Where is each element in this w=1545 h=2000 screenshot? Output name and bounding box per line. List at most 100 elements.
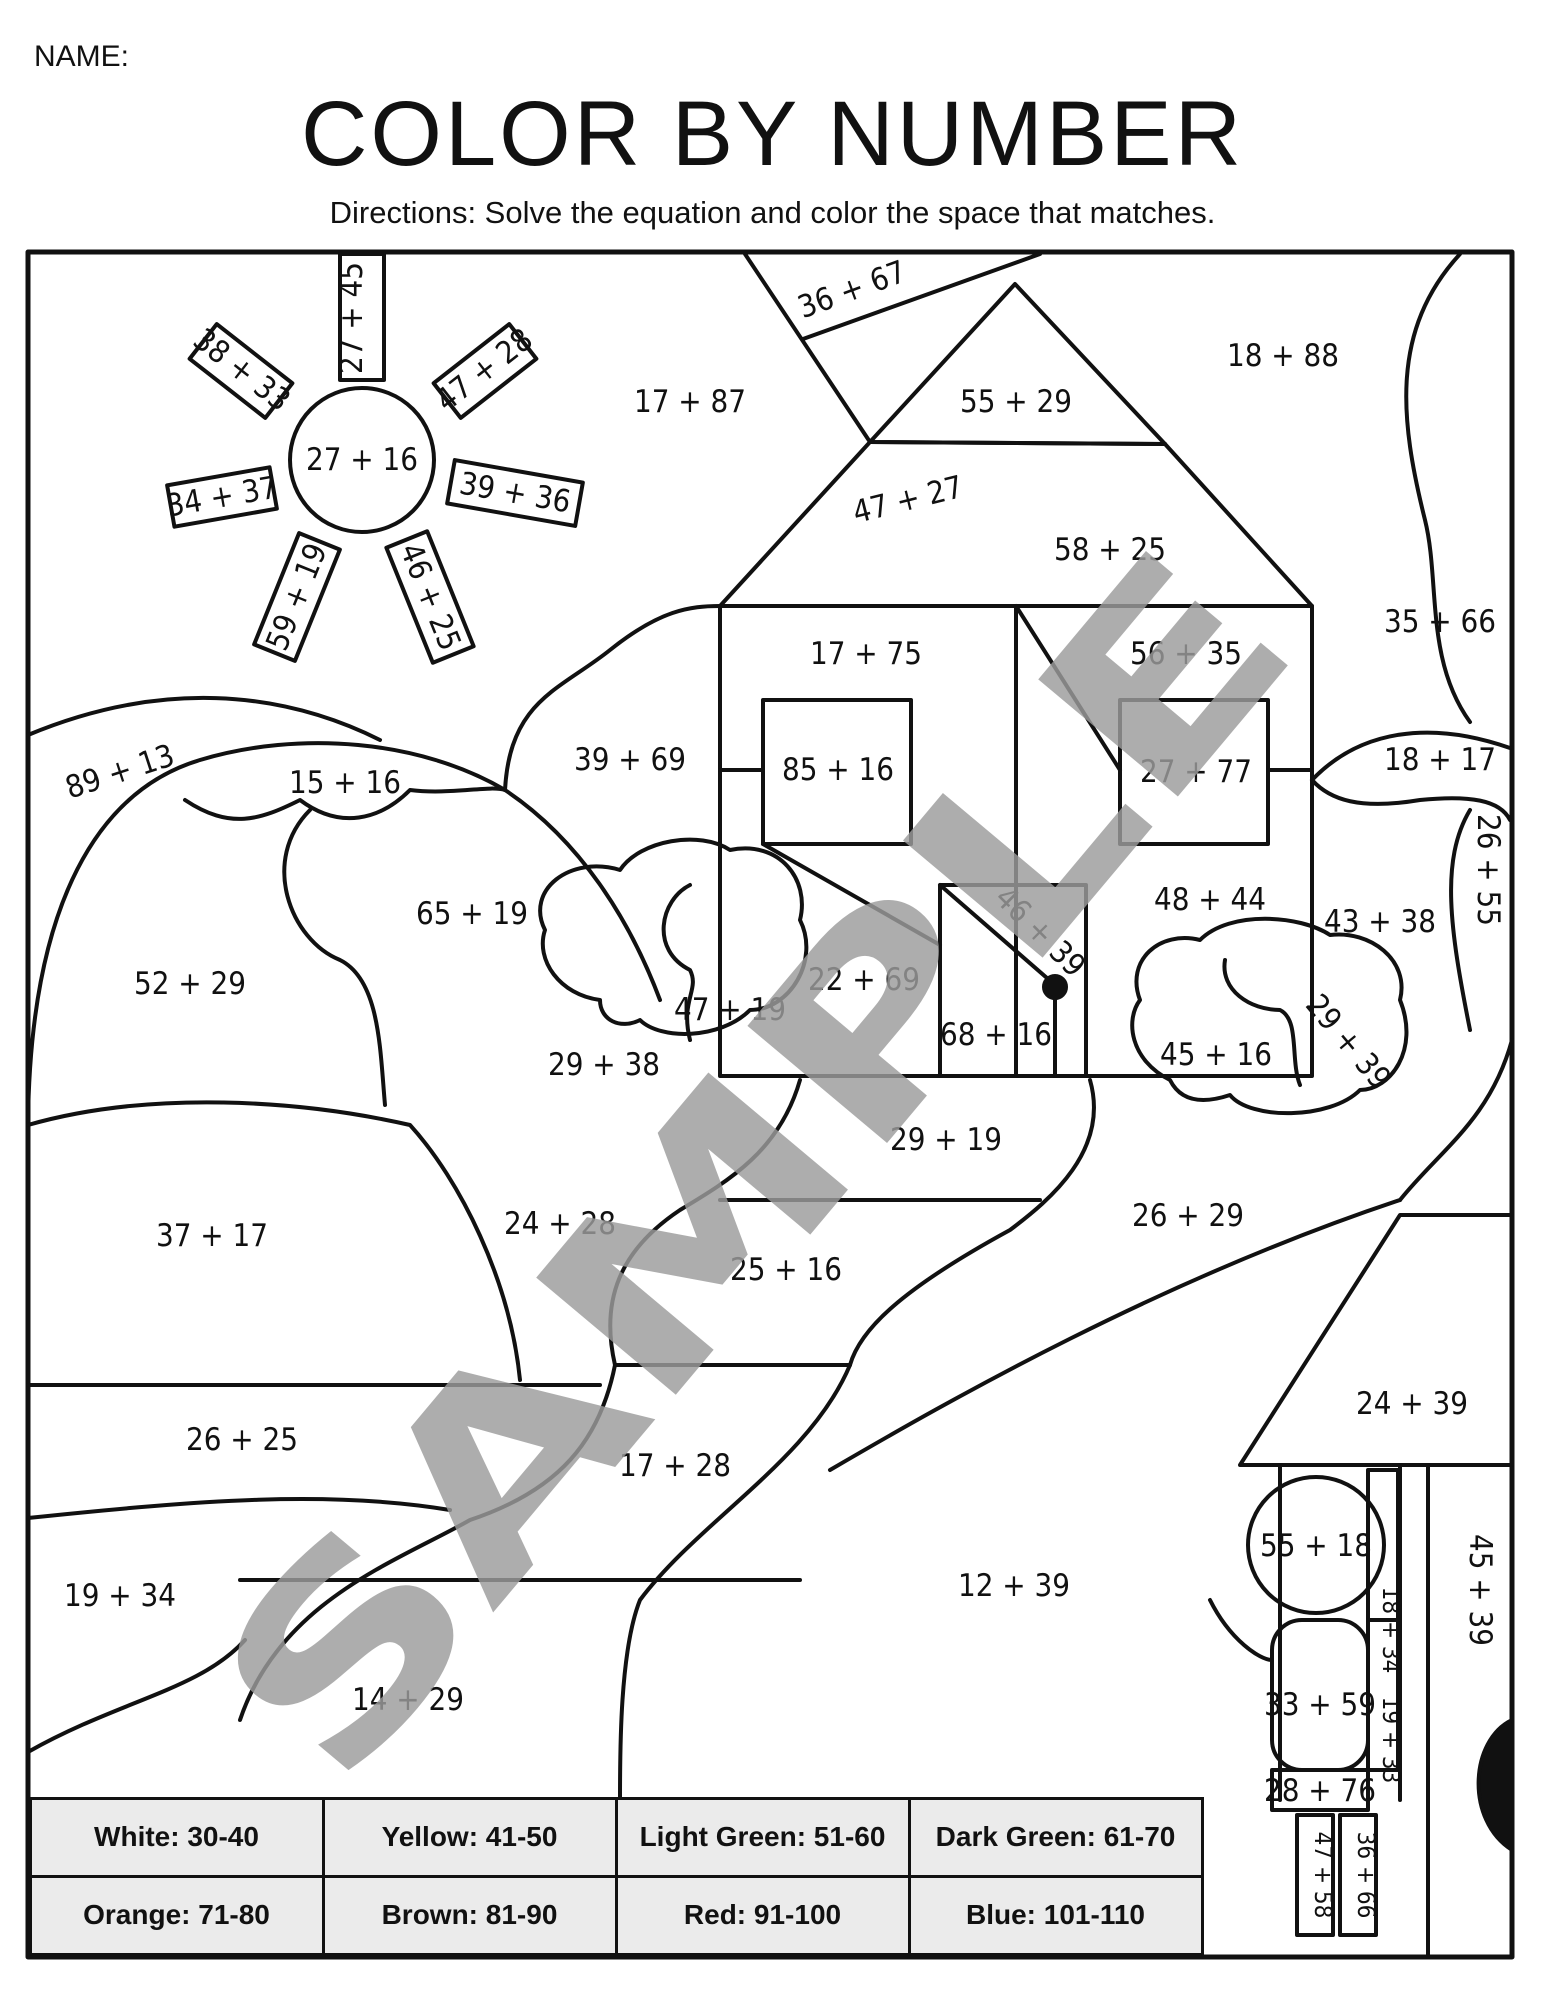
eq-tree-right-trunk: 26 + 55 — [1470, 814, 1506, 926]
key-white: White: 30-40 — [28, 1796, 325, 1878]
key-dark-green: Dark Green: 61-70 — [907, 1796, 1204, 1878]
eq-house-wall-lower: 22 + 69 — [808, 962, 920, 998]
eq-door: 68 + 16 — [940, 1017, 1052, 1053]
sky-left-curve — [503, 604, 722, 792]
key-red: Red: 91-100 — [614, 1874, 911, 1956]
eq-roof-right: 58 + 25 — [1054, 532, 1166, 568]
roof-peak — [868, 282, 1167, 446]
roof-strip-line — [801, 252, 1042, 341]
sun-ray-left — [165, 465, 279, 529]
sun-ray-upper-left — [187, 322, 295, 420]
wall-diagonal — [761, 842, 942, 947]
eq-sky-middle: 17 + 87 — [634, 384, 746, 420]
eq-bush-left-top: 47 + 19 — [674, 992, 786, 1028]
eq-hill-left-cap: 89 + 13 — [61, 738, 179, 807]
eq-bush-left: 29 + 38 — [548, 1047, 660, 1083]
eq-sky-far-right: 35 + 66 — [1384, 604, 1496, 640]
eq-hill-left: 52 + 29 — [134, 966, 246, 1002]
eq-person-body: 33 + 59 — [1264, 1687, 1376, 1723]
eq-field-lower: 19 + 34 — [64, 1578, 176, 1614]
eq-window-right: 27 + 77 — [1140, 754, 1252, 790]
person-belt — [1270, 1768, 1370, 1812]
grass-divider-left — [26, 1100, 522, 1382]
sun-ray-upper-right — [431, 322, 539, 420]
eq-fence-roof: 24 + 39 — [1356, 1386, 1468, 1422]
name-label: NAME: — [34, 40, 130, 73]
person-handle — [1208, 1598, 1274, 1662]
eq-window-left: 85 + 16 — [782, 752, 894, 788]
key-yellow: Yellow: 41-50 — [321, 1796, 618, 1878]
door-knob — [1042, 974, 1068, 1000]
bush-right — [1130, 916, 1409, 1116]
bush-left — [538, 837, 809, 1036]
eq-roof-strip: 36 + 67 — [793, 254, 911, 326]
page-title: COLOR BY NUMBER — [300, 83, 1245, 185]
eq-grass-center: 24 + 28 — [504, 1206, 616, 1242]
hill-top-wave — [183, 786, 507, 821]
color-key: White: 30-40 Yellow: 41-50 Light Green: … — [28, 1796, 1204, 1956]
eq-ray-right: 39 + 36 — [457, 466, 574, 521]
eq-leg-right: 36 + 66 — [1352, 1832, 1380, 1919]
hill-divider — [282, 808, 387, 1107]
person-leg-right — [1338, 1813, 1378, 1937]
field-line-4 — [26, 1638, 247, 1754]
eq-hill-big: 65 + 19 — [416, 896, 528, 932]
eq-grass-lower: 12 + 39 — [958, 1568, 1070, 1604]
field-line-2 — [26, 1496, 452, 1520]
eq-ray-lower-left: 59 + 19 — [259, 538, 334, 655]
eq-house-left-top: 17 + 75 — [810, 636, 922, 672]
eq-sky-by-house: 39 + 69 — [574, 742, 686, 778]
bush-left-inner — [661, 883, 695, 1042]
eq-path-lower: 17 + 28 — [619, 1448, 731, 1484]
eq-arm-lower: 19 + 33 — [1377, 1697, 1405, 1784]
eq-wall-right: 45 + 39 — [1462, 1534, 1498, 1646]
sun-ray-lower-right — [384, 529, 476, 665]
eq-house-right-top: 56 + 35 — [1130, 636, 1242, 672]
wheel-shape — [1476, 1718, 1514, 1852]
eq-field-band: 26 + 25 — [186, 1422, 298, 1458]
path-right-edge — [618, 1078, 1096, 1800]
eq-sun-center: 27 + 16 — [306, 442, 418, 478]
hill-left-cap — [26, 695, 382, 742]
tree-right-trunk — [1449, 808, 1472, 1032]
door-diagonal — [938, 883, 1057, 987]
eq-grass-mid-left: 37 + 17 — [156, 1218, 268, 1254]
sky-curve-right — [1404, 252, 1472, 724]
fence-roof — [1238, 1213, 1514, 1467]
eq-arm-upper: 18 + 34 — [1377, 1587, 1405, 1674]
path-right-outline — [1398, 1038, 1514, 1202]
eq-person-belt: 28 + 76 — [1264, 1773, 1376, 1809]
eq-field-bottom: 14 + 29 — [352, 1682, 464, 1718]
directions-text: Directions: Solve the equation and color… — [329, 195, 1216, 230]
eq-hill-top: 15 + 16 — [289, 765, 401, 801]
eq-tree-right-cap: 18 + 17 — [1384, 742, 1496, 778]
house-diagonal — [1014, 604, 1122, 772]
sun-ray-top — [338, 252, 386, 382]
eq-path-upper: 29 + 19 — [890, 1122, 1002, 1158]
sun-ray-right — [445, 458, 585, 528]
sun-circle — [288, 386, 436, 534]
tree-right-cap-lower — [1310, 778, 1512, 822]
tree-right-cap — [1310, 730, 1512, 782]
eq-house-right-lower: 48 + 44 — [1154, 882, 1266, 918]
eq-roof-peak: 55 + 29 — [960, 384, 1072, 420]
eq-leg-left: 47 + 58 — [1309, 1832, 1337, 1919]
sun-ray-lower-left — [252, 531, 342, 663]
hill-left-outline — [26, 741, 662, 1127]
eq-path-mid: 25 + 16 — [730, 1252, 842, 1288]
sample-watermark: SAMPLE — [161, 498, 1348, 1834]
eq-roof-band: 47 + 27 — [849, 469, 966, 531]
key-brown: Brown: 81-90 — [321, 1874, 618, 1956]
outline-drawing — [25, 249, 1515, 1960]
eq-grass-mid-right: 26 + 29 — [1132, 1198, 1244, 1234]
bush-right-inner — [1222, 958, 1302, 1087]
key-light-green: Light Green: 51-60 — [614, 1796, 911, 1878]
path-left-edge — [238, 1078, 802, 1722]
key-blue: Blue: 101-110 — [907, 1874, 1204, 1956]
eq-bush-right: 45 + 16 — [1160, 1037, 1272, 1073]
eq-ray-lower-right: 46 + 25 — [392, 538, 467, 655]
eq-person-head: 55 + 18 — [1260, 1528, 1372, 1564]
eq-grass-right: 43 + 38 — [1324, 904, 1436, 940]
grass-lower-edge — [828, 1198, 1402, 1472]
